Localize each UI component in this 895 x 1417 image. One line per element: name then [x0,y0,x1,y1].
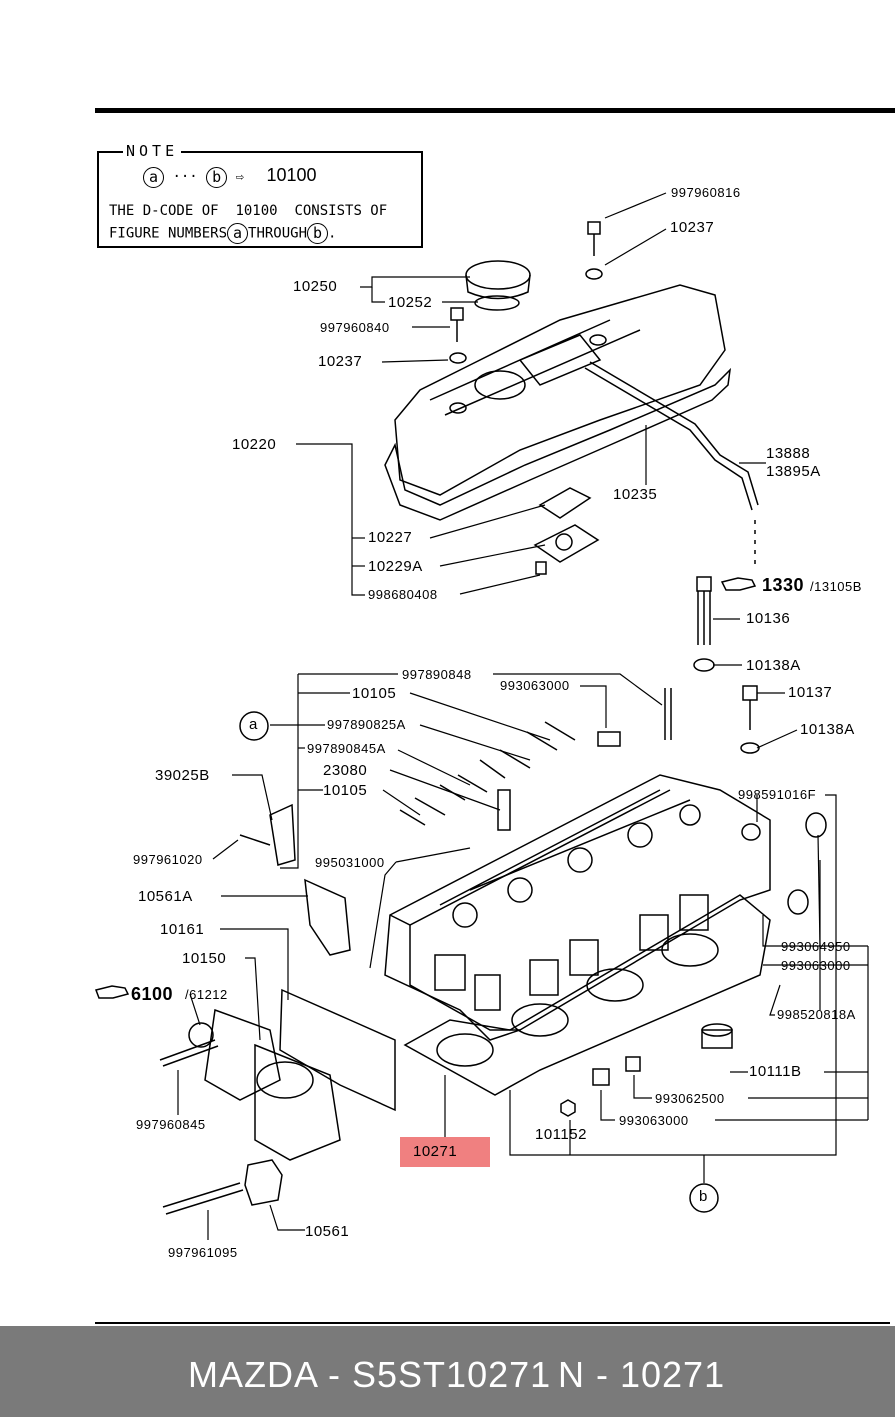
part-label: 997890825A [327,717,406,732]
note-text: CONSISTS OF [294,203,388,219]
part-label: 10250 [293,278,338,295]
part-label: 13895A [766,463,821,480]
part-label: 10235 [613,486,658,503]
part-label: 993063000 [500,678,570,693]
part-label: 993063000 [619,1113,689,1128]
circle-b-icon: b [307,223,329,244]
part-label: 998520818A [777,1007,856,1022]
part-label: 13888 [766,445,811,462]
part-label: 101152 [535,1126,587,1143]
part-label: /61212 [185,987,228,1002]
callout-b-icon [689,1183,719,1213]
part-label: 10105 [352,685,397,702]
part-label: /13105B [810,579,862,594]
note-code: 10100 [266,165,317,185]
part-label: 10237 [670,219,715,236]
part-label: 10150 [182,950,227,967]
part-label: 995031000 [315,855,385,870]
footer-reference: N - 10271 [558,1354,726,1395]
cover-bolts [449,221,603,364]
part-label: 997961020 [133,852,203,867]
part-label: 10137 [788,684,833,701]
part-label: 10561A [138,888,193,905]
part-label: 10161 [160,921,205,938]
part-label: 993062500 [655,1091,725,1106]
part-label: 993064950 [781,939,851,954]
oil-filler-cap [465,260,531,311]
part-label: 39025B [155,767,210,784]
note-dots: ··· [172,169,198,185]
part-label: 10111B [749,1063,802,1080]
pointing-hand-icon [95,985,130,999]
part-label: 10138A [746,657,801,674]
note-text: THE D-CODE OF [109,203,219,219]
callout-a-label: a [249,716,258,733]
highlighted-part-box [400,1137,490,1167]
part-label: 1330 [762,575,805,595]
part-label: 10237 [318,353,363,370]
top-rule [95,108,895,113]
note-line-1: a ··· b ⇨ 10100 [143,165,317,188]
pointing-hand-icon [720,577,757,591]
cylinder-head [384,774,771,1041]
part-label: 10252 [388,294,433,311]
part-label: 10138A [800,721,855,738]
part-label: 23080 [323,762,368,779]
part-label: 997961095 [168,1245,238,1260]
studs [399,721,621,831]
circle-a-icon: a [143,166,164,188]
part-label: 10105 [323,782,368,799]
note-box: NOTE a ··· b ⇨ 10100 THE D-CODE OF 10100… [97,142,423,248]
leader-lines [177,192,869,1240]
note-text: . [328,225,337,242]
circle-a-icon: a [227,223,249,244]
callout-a-icon [239,711,269,741]
callout-b-label: b [699,1188,708,1205]
part-label: 6100 [131,984,174,1004]
part-label: 993063000 [781,958,851,973]
part-label: 997890848 [402,667,472,682]
part-label: 997960816 [671,185,741,200]
note-title: NOTE [123,142,182,160]
arrow-icon: ⇨ [235,169,245,185]
part-label: 997960845 [136,1117,206,1132]
note-code-2: 10100 [235,203,278,219]
note-line-2: THE D-CODE OF 10100 CONSISTS OF [109,203,387,219]
head-gasket [403,894,771,1096]
head-bolts [664,576,760,754]
thermostat-housing [188,803,396,1206]
part-label: 997890845A [307,741,386,756]
footer-bar: MAZDA - S5ST10271 N - 10271 [0,1326,895,1417]
valve-cover [384,284,732,521]
bottom-rule [95,1322,890,1324]
footer-part-number: MAZDA - S5ST10271 [188,1354,552,1395]
part-label: 10229A [368,558,423,575]
part-label: 998680408 [368,587,438,602]
highlighted-part-label: 10271 [413,1143,458,1160]
circle-b-icon: b [206,166,228,188]
part-label: 10561 [305,1223,350,1240]
breather-hose [584,361,759,570]
part-label: 997960840 [320,320,390,335]
note-text: THROUGH [248,225,308,242]
part-label: 10136 [746,610,791,627]
note-text: FIGURE NUMBERS [109,225,228,242]
plugs [560,812,827,1117]
part-label: 998591016F [738,787,817,802]
part-label: 10227 [368,529,413,546]
part-label: 10220 [232,436,277,453]
lower-bolts [159,834,271,1215]
small-gaskets [533,487,600,575]
